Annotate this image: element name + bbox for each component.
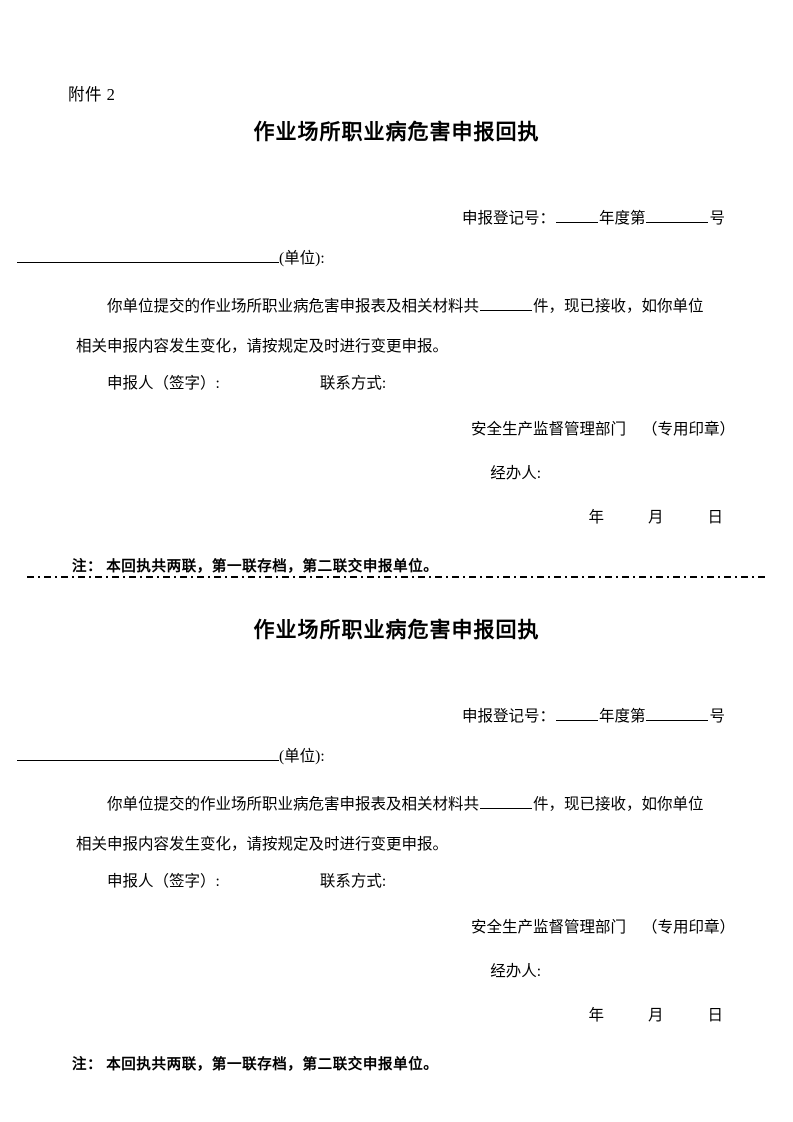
- registration-number-label: 申报登记号：: [461, 210, 555, 227]
- body-line1-before-blank: 你单位提交的作业场所职业病危害申报表及相关材料共: [107, 796, 480, 813]
- footnote: 注：本回执共两联，第一联存档，第二联交申报单位。: [0, 556, 793, 578]
- body-paragraph: 你单位提交的作业场所职业病危害申报表及相关材料共 件，现已接收，如你单位 相关申报…: [0, 785, 793, 865]
- unit-label: (单位):: [279, 748, 325, 765]
- registration-serial-blank[interactable]: [646, 207, 709, 223]
- page-title: 作业场所职业病危害申报回执: [253, 120, 540, 144]
- date-day-label: 日: [707, 1007, 723, 1024]
- attachment-label: 附件 2: [68, 85, 116, 104]
- date-line: 年月日: [0, 506, 793, 530]
- page-title: 作业场所职业病危害申报回执: [253, 618, 540, 642]
- date-month-label: 月: [647, 509, 664, 526]
- handler-line: 经办人:: [0, 462, 793, 486]
- authority-line: 安全生产监督管理部门 （专用印章）: [0, 916, 793, 940]
- unit-name-line: (单位):: [0, 247, 793, 270]
- receipt-copy-second: 作业场所职业病危害申报回执 申报登记号： 年度第 号 (单位): 你单位提交的作业场…: [0, 616, 793, 1076]
- body-paragraph: 你单位提交的作业场所职业病危害申报表及相关材料共 件，现已接收，如你单位 相关申报…: [0, 287, 793, 367]
- contact-method-label: 联系方式:: [319, 375, 387, 392]
- unit-name-line: (单位):: [0, 745, 793, 768]
- authority-line: 安全生产监督管理部门 （专用印章）: [0, 418, 793, 442]
- body-line1-before-blank: 你单位提交的作业场所职业病危害申报表及相关材料共: [107, 298, 480, 315]
- signature-line: 申报人（签字）: 联系方式:: [0, 870, 793, 894]
- footnote-text: 本回执共两联，第一联存档，第二联交申报单位。: [106, 1056, 439, 1073]
- material-count-blank[interactable]: [480, 793, 533, 809]
- declarant-signature-label: 申报人（签字）:: [107, 873, 220, 890]
- registration-serial-blank[interactable]: [646, 705, 709, 721]
- registration-year-suffix: 年度第: [598, 708, 646, 725]
- date-month-label: 月: [647, 1007, 664, 1024]
- registration-number-label: 申报登记号：: [461, 708, 555, 725]
- footnote-label: 注：: [72, 558, 103, 575]
- footnote-label: 注：: [72, 1056, 103, 1073]
- date-line: 年月日: [0, 1004, 793, 1028]
- official-seal-label: （专用印章）: [641, 421, 735, 438]
- body-line1-after-blank: 件，现已接收，如你单位: [533, 796, 704, 813]
- registration-number-suffix: 号: [709, 210, 725, 227]
- handler-line: 经办人:: [0, 960, 793, 984]
- signature-line: 申报人（签字）: 联系方式:: [0, 372, 793, 396]
- unit-name-blank[interactable]: [17, 745, 279, 761]
- unit-name-blank[interactable]: [17, 247, 279, 263]
- body-line2: 相关申报内容发生变化，请按规定及时进行变更申报。: [76, 338, 449, 355]
- cut-separator-line: [27, 576, 768, 578]
- authority-department-label: 安全生产监督管理部门: [470, 421, 626, 438]
- registration-year-blank[interactable]: [555, 705, 598, 721]
- receipt-copy-first: 作业场所职业病危害申报回执 申报登记号： 年度第 号 (单位): 你单位提交的作业场…: [0, 118, 793, 578]
- handler-label: 经办人:: [490, 963, 541, 980]
- registration-number-suffix: 号: [709, 708, 725, 725]
- contact-method-label: 联系方式:: [319, 873, 387, 890]
- registration-year-blank[interactable]: [555, 207, 598, 223]
- registration-number-line: 申报登记号： 年度第 号: [0, 207, 793, 230]
- date-year-label: 年: [588, 509, 604, 526]
- declarant-signature-label: 申报人（签字）:: [107, 375, 220, 392]
- body-line2: 相关申报内容发生变化，请按规定及时进行变更申报。: [76, 836, 449, 853]
- handler-label: 经办人:: [490, 465, 541, 482]
- official-seal-label: （专用印章）: [641, 919, 735, 936]
- footnote: 注：本回执共两联，第一联存档，第二联交申报单位。: [0, 1054, 793, 1076]
- date-year-label: 年: [588, 1007, 604, 1024]
- material-count-blank[interactable]: [480, 295, 533, 311]
- unit-label: (单位):: [279, 250, 325, 267]
- registration-year-suffix: 年度第: [598, 210, 646, 227]
- authority-department-label: 安全生产监督管理部门: [470, 919, 626, 936]
- date-day-label: 日: [707, 509, 723, 526]
- registration-number-line: 申报登记号： 年度第 号: [0, 705, 793, 728]
- footnote-text: 本回执共两联，第一联存档，第二联交申报单位。: [106, 558, 439, 575]
- body-line1-after-blank: 件，现已接收，如你单位: [533, 298, 704, 315]
